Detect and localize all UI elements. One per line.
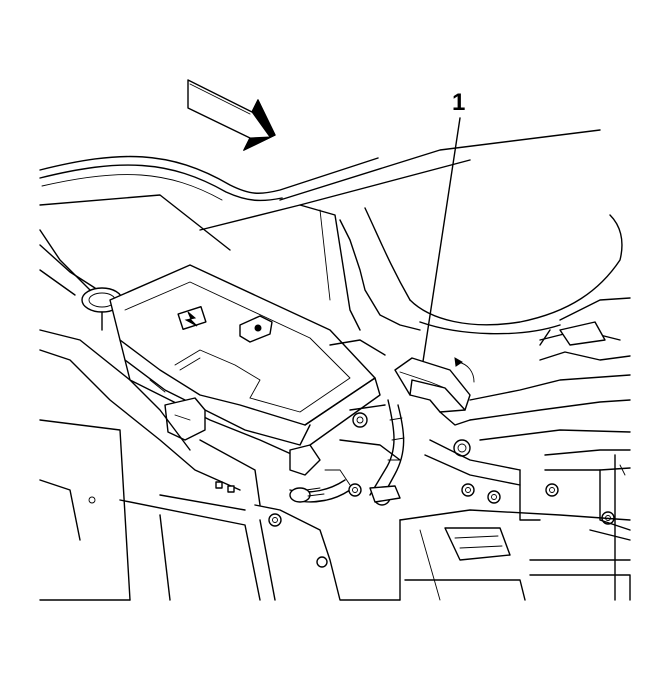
misc-linework [199,339,401,506]
engine-icon [239,315,273,343]
fender-panel [39,329,261,601]
callout-label-1: 1 [452,89,465,116]
battery-lightning-icon [177,305,207,331]
battery-terminal-cover [394,357,475,426]
wiring-harness [289,399,405,503]
radiator-support [254,485,631,601]
hood-latch-assembly [424,297,631,601]
callout-leader-line [421,117,461,369]
fuse-relay-box [109,264,381,476]
cowl-structure [39,204,421,331]
hood-edge [39,129,601,251]
hood-underside [299,159,623,335]
direction-arrow-icon [187,79,276,152]
